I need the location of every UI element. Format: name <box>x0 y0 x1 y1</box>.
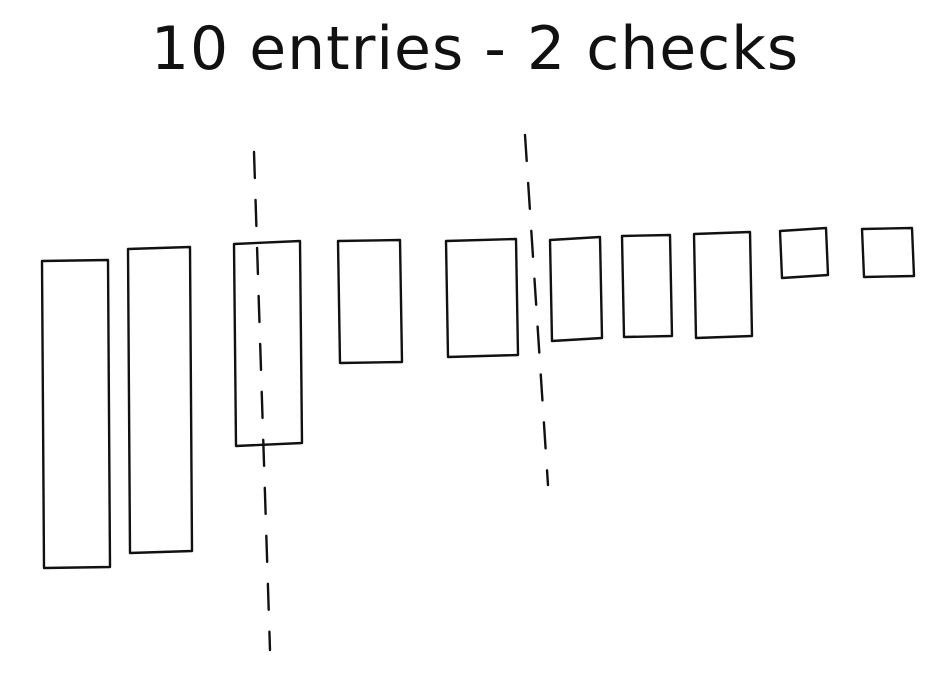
entry-bar <box>778 226 830 280</box>
entry-bar <box>126 245 194 555</box>
check-dashed-line <box>252 150 272 652</box>
entry-bar <box>232 239 304 448</box>
hatched-entry-bar <box>336 238 404 365</box>
entry-bar <box>692 230 754 340</box>
entry-bar <box>620 233 674 339</box>
check-dashed-line <box>523 133 550 487</box>
hatched-entry-bar <box>444 237 520 359</box>
entry-bar <box>40 258 112 570</box>
checks-group <box>252 133 550 652</box>
entry-bar <box>860 226 916 279</box>
entries-group <box>40 226 916 570</box>
diagram-title: 10 entries - 2 checks <box>150 14 800 84</box>
entry-bar <box>548 235 604 343</box>
